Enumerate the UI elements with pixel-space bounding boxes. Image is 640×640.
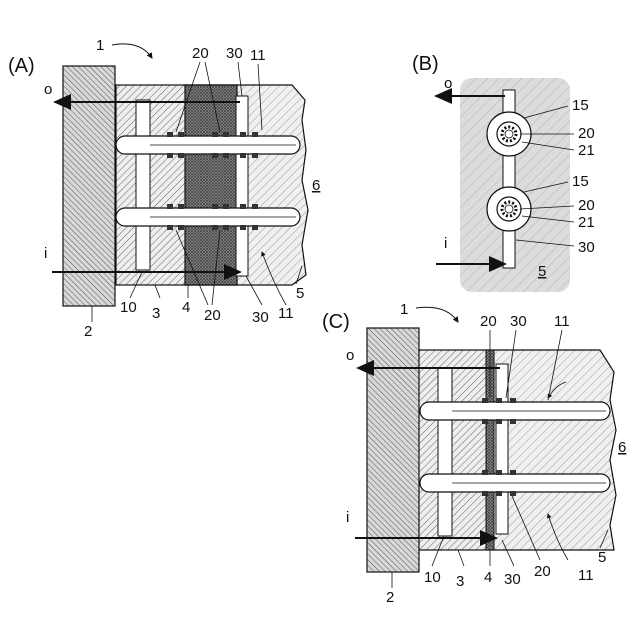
label-b-20-top: 20 [578,125,595,142]
label-c-11-bottom: 11 [578,567,594,584]
plate-4 [185,85,237,285]
panel-a-tag: (A) [8,55,35,77]
label-c-5: 5 [598,549,606,566]
label-c-1: 1 [400,301,408,318]
label-b-30: 30 [578,239,595,256]
label-a-20-top: 20 [192,45,209,62]
panel-c-ref-1-leader [416,307,458,322]
label-a-o: o [44,81,52,98]
label-a-11-bottom: 11 [278,305,294,322]
plate-3 [116,85,186,285]
label-c-i: i [346,509,349,526]
label-c-6: 6 [618,439,626,456]
label-a-4: 4 [182,299,190,316]
label-a-10: 10 [120,299,137,316]
channel-vertical-left [136,100,150,270]
panel-c-block-2 [367,328,419,572]
panel-c: (C) [322,301,626,606]
label-a-11-top: 11 [250,47,266,64]
label-a-i: i [44,245,47,262]
label-a-30-bottom: 30 [252,309,269,326]
label-a-6: 6 [312,177,320,194]
label-c-20-top: 20 [480,313,497,330]
label-a-2: 2 [84,323,92,340]
panel-c-channel-right [496,364,508,534]
label-a-3: 3 [152,305,160,322]
channel-vertical-right [236,96,248,276]
label-c-2: 2 [386,589,394,606]
label-a-20-bottom: 20 [204,307,221,324]
panel-a: (A) [8,37,320,340]
label-c-4: 4 [484,569,492,586]
label-a-5: 5 [296,285,304,302]
label-c-3: 3 [456,573,464,590]
panel-c-channel-left [438,368,452,536]
label-b-21-top: 21 [578,142,595,159]
label-b-5: 5 [538,263,546,280]
panel-c-tag: (C) [322,311,350,333]
label-b-21-bottom: 21 [578,214,595,231]
label-b-i: i [444,235,447,252]
label-c-o: o [346,347,354,364]
label-c-30-bottom: 30 [504,571,521,588]
panel-c-plate-3 [418,350,488,550]
label-b-15-top: 15 [572,97,589,114]
ref-1-leader [112,44,152,58]
label-b-20-bottom: 20 [578,197,595,214]
label-c-20-bottom: 20 [534,563,551,580]
label-b-15-bottom: 15 [572,173,589,190]
panel-b: (B) o 15 20 21 15 20 21 i [412,53,595,292]
label-b-o: o [444,75,452,92]
label-c-30-top: 30 [510,313,527,330]
label-a-1: 1 [96,37,104,54]
label-a-30-top: 30 [226,45,243,62]
label-c-10: 10 [424,569,441,586]
label-c-11-top: 11 [554,313,570,330]
panel-b-tag: (B) [412,53,439,75]
